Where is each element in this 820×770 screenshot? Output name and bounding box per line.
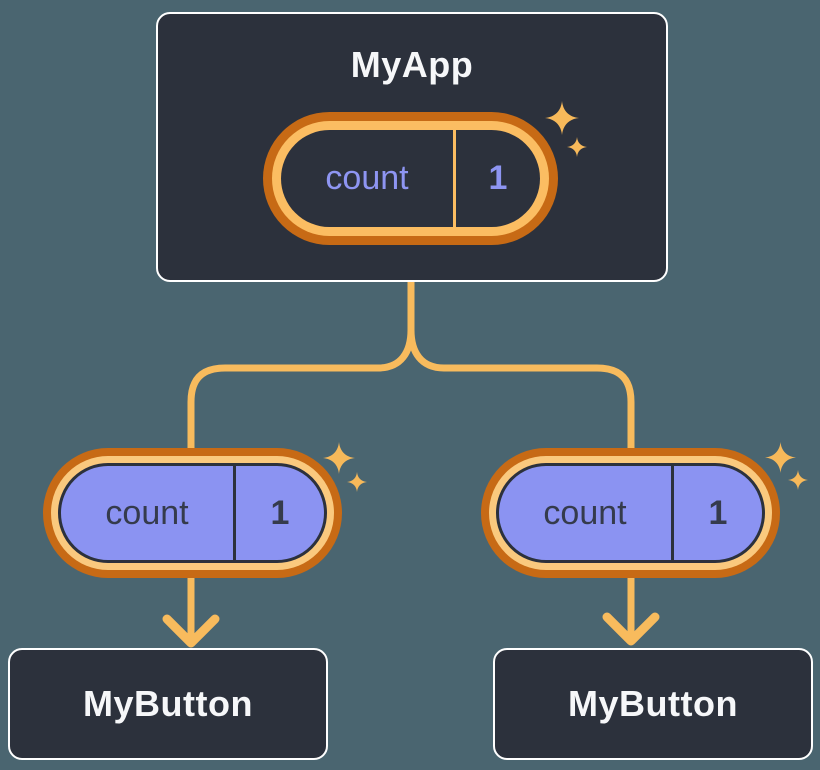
connector-path-right <box>407 276 635 642</box>
prop-value: 1 <box>270 493 290 532</box>
prop-pill-ring: count 1 <box>489 456 772 570</box>
state-pill-ring: count 1 <box>272 121 549 236</box>
prop-name: count <box>105 493 189 532</box>
component-label-mybutton: MyButton <box>83 683 253 724</box>
component-label-myapp: MyApp <box>350 44 474 85</box>
pill-divider <box>233 466 236 560</box>
prop-pill-body: count 1 <box>496 463 765 563</box>
component-label-mybutton: MyButton <box>568 683 738 724</box>
prop-pill-right: count 1 <box>481 448 780 578</box>
prop-pill-body: count 1 <box>58 463 327 563</box>
sparkles-icon <box>545 101 587 157</box>
prop-value: 1 <box>708 493 728 532</box>
arrow-down-icon <box>602 612 660 646</box>
pill-divider <box>453 130 456 227</box>
component-node-mybutton-left: MyButton <box>8 648 328 760</box>
state-pill-body: count 1 <box>281 130 540 227</box>
sparkles-icon <box>765 442 808 490</box>
component-node-mybutton-right: MyButton <box>493 648 813 760</box>
sparkles-icon <box>323 442 367 492</box>
state-pill: count 1 <box>263 112 558 245</box>
prop-pill-left: count 1 <box>43 448 342 578</box>
state-name: count <box>325 159 409 197</box>
state-value: 1 <box>488 159 508 197</box>
prop-name: count <box>543 493 627 532</box>
pill-divider <box>671 466 674 560</box>
prop-pill-ring: count 1 <box>51 456 334 570</box>
arrow-down-icon <box>162 614 220 648</box>
